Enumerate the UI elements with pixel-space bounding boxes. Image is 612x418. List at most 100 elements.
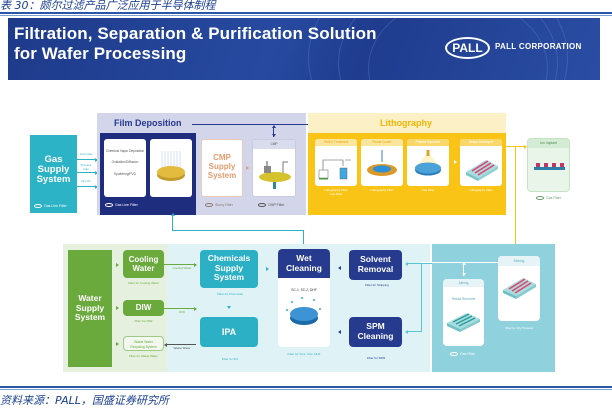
cmp-link-arrow-up [271,125,276,128]
waste-water-recycling-box: Waste Water Recycling System [123,336,164,351]
diw-box: DIW [123,300,164,316]
ashing-filter: Gas Filter [450,352,475,356]
cmp-link-arrow-down [271,134,276,137]
step-title: Pattern Exposure [407,139,449,146]
etch-connector-vline [421,263,423,332]
banner-title: Filtration, Separation & Purification So… [14,24,377,64]
gas-supply-title-3: System [36,174,71,185]
spm-cleaning-box: SPM Cleaning [349,317,402,347]
diw-flow [164,308,196,310]
lithography-step-hmds: HMDS Treatment [315,139,357,186]
etching-title: Etching [498,256,540,266]
resist-developer-icon [466,160,498,181]
ipa-box: IPA [200,317,258,347]
wet-cleaning-chemicals: SC-1, SC-2, DHF [291,288,317,292]
spm-cleaning-filter: Filter for SPM [366,356,386,360]
etch-to-spm-arrow [405,329,408,334]
process-flow-line [192,124,368,126]
gas-output-label: Inert Gas [79,152,93,156]
pattern-exposure-icon [415,150,441,176]
top-rule [0,12,612,14]
deposition-wafer-card [150,139,192,197]
etching-inner-hline [432,262,502,264]
deposition-to-wet-line [172,216,174,230]
company-name: PALL CORPORATION [495,42,582,51]
ashing-link-arrow-down [461,273,466,276]
water-supply-system: Water Supply System [68,250,112,367]
step-title: Resist Coater [361,139,403,146]
deposition-process-card: Chemical Vapor Deposition Oxidation/Diff… [104,139,146,197]
chemicals-to-ipa-arrow [227,306,231,309]
etch-to-solvent-arrow [405,261,408,266]
gas-flow-arrow-3 [95,184,98,189]
cooling-water-filter: Filter for Cooling Water [128,281,159,285]
exposure-filter: Gas Filter [421,188,435,192]
etching-filter: Filter for Dry Process [504,326,534,330]
solvent-to-wet-arrow [338,266,341,270]
hmds-treatment-icon [318,159,351,180]
ashing-link-arrow-up [461,262,466,265]
bottom-rule-thin [0,389,612,390]
water-arrow-2 [116,306,119,310]
litho-to-etching-line [515,146,517,256]
diw-flow-arrow [194,306,197,311]
water-arrow-3 [116,342,119,346]
cooling-water-flow-arrow [194,262,197,267]
gas-output-label: Process Gas [80,163,92,171]
gas-flow-line-2 [77,172,97,174]
flow-label: Waste Water [173,346,191,350]
diw-filter: Filter for DIW [134,319,153,323]
deposition-to-wet-hline [172,230,304,232]
banner-title-line2: for Wafer Processing [14,44,187,63]
film-deposition-filter: Gas Line Filter [105,203,138,207]
process-cvd: Chemical Vapor Deposition [105,149,145,153]
gas-flow-line-1 [77,159,97,161]
cmp-card-title: CMP [253,140,295,149]
wet-connector-vline [303,230,305,248]
gas-flow-line-3 [77,186,97,188]
film-deposition-panel: Chemical Vapor Deposition Oxidation/Diff… [100,133,196,215]
cmp-polisher-icon [259,161,291,189]
flow-label: Cooling Water [172,266,192,270]
cmp-supply-system: CMP Supply System [201,139,243,197]
top-rule-thin [0,15,612,16]
wafer-deposition-icon [157,151,185,181]
ashing-link-line [463,263,465,276]
coater-filter: Lithography Filter [370,188,394,192]
etching-card: Etching [498,256,540,321]
waste-water-flow-arrow [164,342,167,347]
header-banner: Filtration, Separation & Purification So… [8,18,600,80]
ion-implant-card: Ion Implant [527,138,570,192]
process-oxidation: Oxidation/Diffusion [111,159,139,164]
banner-title-line1: Filtration, Separation & Purification So… [14,24,377,43]
solvent-removal-filter: Filter for Stripping [365,283,389,287]
waste-water-flow [166,344,196,346]
developer-filter: Lithography Filter [469,188,493,192]
step-title: Resist Developer [460,139,502,146]
gas-supply-title-2: Supply [37,164,70,175]
lithography-title: Lithography [380,118,432,128]
pall-mini-icon [34,204,42,208]
litho-to-implant-arrow [524,144,527,149]
lithography-step-exposure: Pattern Exposure [407,139,449,186]
deposition-to-wet-arrow [170,213,175,216]
cmp-flow-arrow [246,166,249,170]
resist-removal-icon [447,313,480,332]
wet-cleaning-wafer-icon [286,297,321,325]
cooling-water-flow [164,264,196,266]
spm-to-wet-arrow [338,330,341,334]
wet-cleaning-card: Wet Cleaning SC-1, SC-2, DHF [278,249,330,347]
cmp-card: CMP [252,139,296,197]
solvent-removal-box: Solvent Removal [349,250,402,280]
etch-to-solvent-line-2 [408,263,422,265]
cooling-water-box: Cooling Water [123,250,164,278]
process-sputtering: Sputtering/PVD [114,172,136,176]
gas-flow-arrow-2 [95,170,98,175]
water-arrow-1 [116,263,119,267]
ipa-filter: Filter for IPA [221,357,239,361]
gas-supply-system: Gas Supply System Gas Line Filter [30,135,77,213]
flow-label: DIW [179,310,185,314]
etch-to-spm-line [408,331,422,333]
ion-implant-filter: Gas Filter [536,196,561,200]
